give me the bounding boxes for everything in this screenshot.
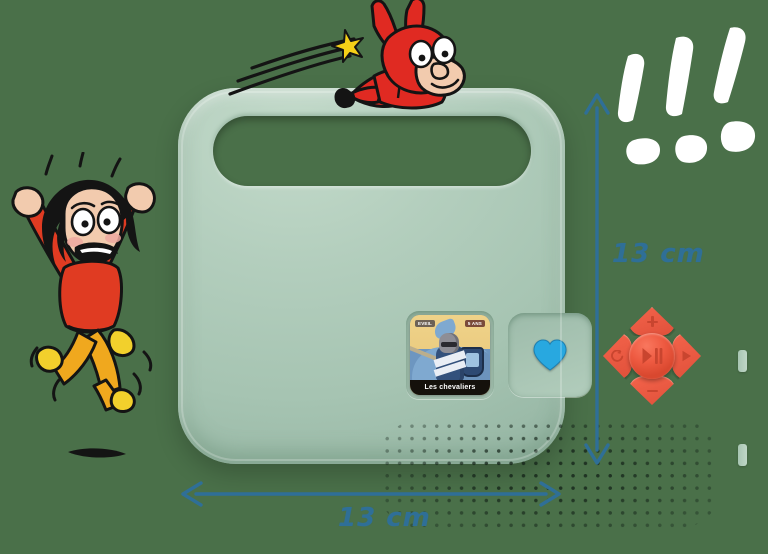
minus-icon <box>646 385 658 396</box>
card-title: Les chevaliers <box>410 380 490 395</box>
volume-up-button[interactable] <box>628 307 676 336</box>
play-pause-button[interactable] <box>629 333 675 379</box>
plus-icon <box>646 316 658 327</box>
play-pause-icon <box>642 348 663 364</box>
story-card[interactable]: EVEIL 5 ANS Les chevaliers <box>410 315 490 395</box>
rewind-icon <box>611 349 624 362</box>
carry-handle <box>213 116 531 186</box>
jumping-boy-character <box>11 152 156 458</box>
side-button-upper[interactable] <box>738 350 747 372</box>
height-dimension-arrow <box>584 93 610 465</box>
playback-control-pad[interactable] <box>603 307 701 405</box>
card-art-visor <box>441 342 457 347</box>
card-art-shield-motif <box>466 353 479 367</box>
exclamation-marks-doodle <box>617 27 756 165</box>
heart-icon <box>533 339 567 371</box>
next-track-button[interactable] <box>672 332 701 380</box>
speaker-grille-dots <box>379 418 720 530</box>
sparkle-star-icon <box>331 29 364 63</box>
forward-icon <box>682 350 691 362</box>
card-slot[interactable]: EVEIL 5 ANS Les chevaliers <box>406 311 494 399</box>
side-button-lower[interactable] <box>738 444 747 466</box>
favourite-button[interactable] <box>508 313 592 397</box>
card-tag-left: EVEIL <box>415 320 436 327</box>
height-dimension-label: 13 cm <box>612 239 705 269</box>
speaker-grille <box>379 418 720 530</box>
width-dimension-label: 13 cm <box>338 503 431 533</box>
card-tag-right: 5 ANS <box>464 320 485 327</box>
flying-superhero-character <box>228 0 466 110</box>
volume-down-button[interactable] <box>628 376 676 405</box>
width-dimension-arrow <box>181 481 561 507</box>
